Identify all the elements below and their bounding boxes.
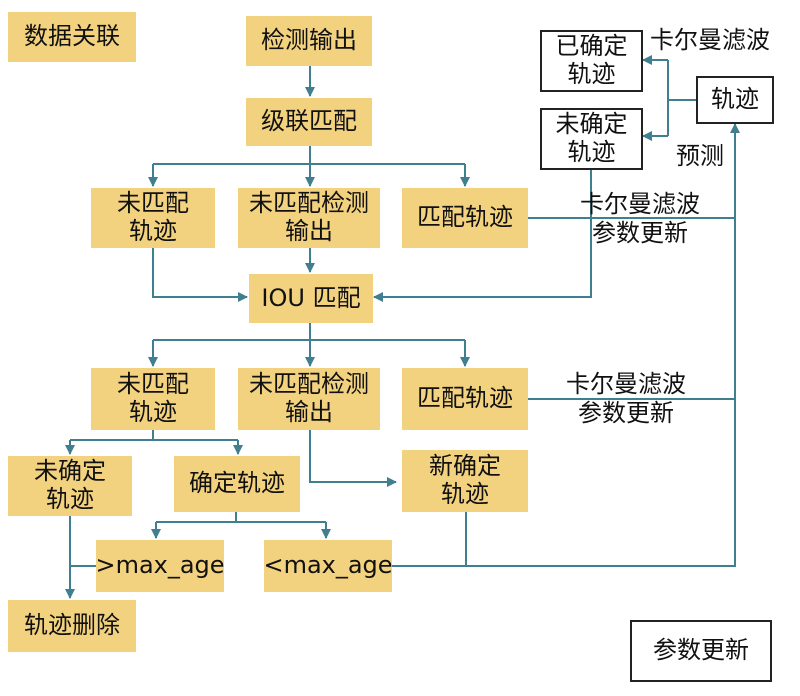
kalman-update-label-2: 卡尔曼滤波 参数更新: [566, 370, 686, 427]
arrow-unmatched-det-2-to-new: [309, 430, 397, 487]
kalman-filter-label: 卡尔曼滤波: [650, 26, 770, 54]
confirmed-tracks-mid-node: 确定轨迹: [174, 456, 300, 512]
unmatched-detections-node-2: 未匹配检测 输出: [238, 368, 380, 430]
unconfirmed-tracks-left-node: 未确定 轨迹: [8, 456, 132, 516]
arrow-unconfirmed-right-to-iou: [373, 170, 592, 302]
arrow-tracks-branch: [667, 60, 696, 136]
unconfirmed-tracks-right-node: 未确定 轨迹: [540, 108, 643, 170]
tracks-right-node: 轨迹: [696, 76, 774, 124]
arrow-cascade-branch: [153, 146, 465, 165]
unmatched-detections-node-1: 未匹配检测 输出: [238, 188, 380, 248]
confirmed-tracks-right-node: 已确定 轨迹: [540, 30, 643, 92]
iou-match-node: IOU 匹配: [249, 274, 373, 323]
unmatched-tracks-node-1: 未匹配 轨迹: [91, 188, 215, 248]
matched-tracks-node-1: 匹配轨迹: [402, 188, 528, 248]
kalman-update-label-1: 卡尔曼滤波 参数更新: [580, 190, 700, 247]
data-association-label: 数据关联: [8, 12, 136, 62]
unmatched-tracks-node-2: 未匹配 轨迹: [91, 368, 215, 430]
track-delete-node: 轨迹删除: [8, 600, 136, 652]
arrow-iou-branch: [153, 323, 465, 341]
detection-output-node: 检测输出: [246, 16, 372, 66]
lt-max-age-node: <max_age: [263, 540, 393, 592]
arrow-unmatched-tracks-2-branch: [70, 430, 238, 441]
matched-tracks-node-2: 匹配轨迹: [402, 368, 528, 430]
arrow-return-to-tracks: [392, 123, 740, 567]
arrow-unmatched-tracks-to-iou: [152, 248, 248, 302]
gt-max-age-node: >max_age: [95, 540, 225, 592]
param-update-legend: 参数更新: [630, 620, 772, 682]
new-confirmed-tracks-node: 新确定 轨迹: [402, 450, 528, 512]
predict-label: 预测: [676, 142, 724, 170]
cascade-match-node: 级联匹配: [246, 98, 372, 146]
arrow-confirmed-branch: [156, 512, 326, 523]
